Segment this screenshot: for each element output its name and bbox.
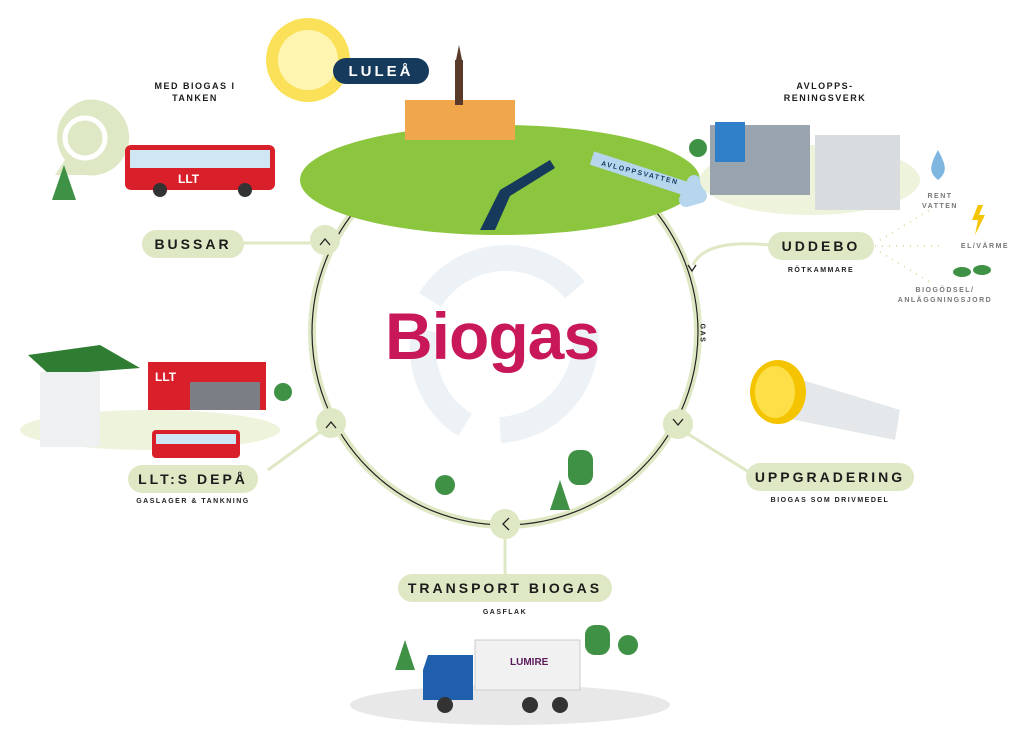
bus-logo: LLT <box>178 172 200 186</box>
bus-caption: MED BIOGAS I TANKEN <box>154 81 236 103</box>
depot-logo: LLT <box>155 370 177 384</box>
flow-arrows <box>319 237 697 531</box>
station-uddebo-sub: RÖTKAMMARE <box>787 267 855 274</box>
station-uppgradering-sub: BIOGAS SOM DRIVMEDEL <box>770 497 890 504</box>
recycle-arrows-icon <box>410 244 599 443</box>
sprout-icon <box>953 265 991 277</box>
city-buildings <box>405 100 515 140</box>
station-bussar: BUSSAR <box>142 230 244 258</box>
page-title: Biogas <box>385 299 600 373</box>
truck-trailer <box>474 639 581 691</box>
station-transport-sub: GASFLAK <box>482 609 528 616</box>
output-biofertilizer: BIOGÖDSEL/ ANLÄGGNINGSJORD <box>897 287 993 304</box>
wastewater-arrow <box>589 151 707 207</box>
output-clean-water: RENT VATTEN <box>922 193 958 210</box>
station-uppgradering: UPPGRADERING <box>746 463 914 491</box>
recycle-icon <box>62 115 108 161</box>
lightning-icon <box>972 205 985 235</box>
output-power-heat: EL/VÄRME <box>960 243 1010 250</box>
station-depot: LLT:S DEPÅ <box>128 465 258 493</box>
output-dots <box>875 209 945 283</box>
cycle-nodes <box>310 225 693 539</box>
station-depot-sub: GASLAGER & TANKNING <box>136 498 250 505</box>
church-tower <box>455 60 463 105</box>
truck-logo: LUMIRE <box>510 657 549 668</box>
trees <box>52 139 707 670</box>
crane-icon <box>480 160 555 230</box>
city-island <box>300 125 700 235</box>
city-badge: LULEÅ <box>333 58 429 84</box>
gas-label: GAS <box>698 323 706 344</box>
truck-cab <box>423 655 473 700</box>
plant-caption: AVLOPPS-RENINGSVERK <box>783 81 867 103</box>
station-uddebo: UDDEBO <box>768 232 874 260</box>
station-transport: TRANSPORT BIOGAS <box>398 574 612 602</box>
water-drop-icon <box>931 150 945 180</box>
gas-station <box>28 345 140 375</box>
